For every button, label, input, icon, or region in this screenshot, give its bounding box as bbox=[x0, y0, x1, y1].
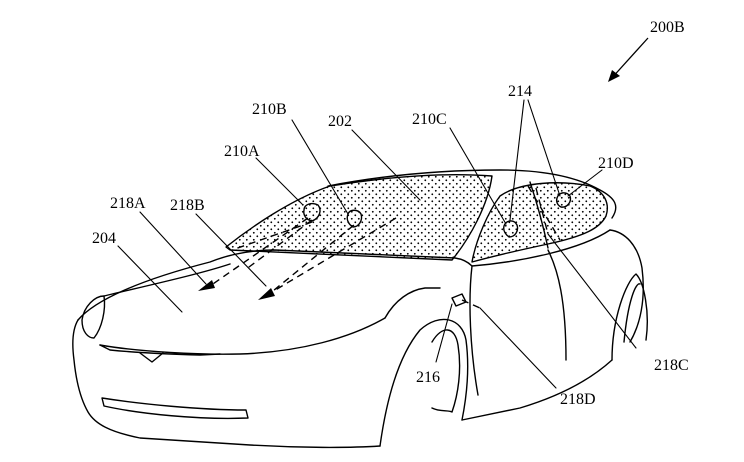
leader-lines bbox=[117, 37, 649, 389]
roof-line bbox=[327, 169, 617, 219]
door-seam bbox=[547, 249, 567, 361]
label-218b: 218B bbox=[170, 197, 205, 214]
belt-line bbox=[471, 229, 611, 267]
beam-218d-dashed bbox=[461, 299, 481, 309]
hood-crease bbox=[103, 263, 231, 297]
rear-wheel-arch bbox=[611, 273, 648, 361]
label-200b: 200B bbox=[650, 19, 685, 36]
label-218c: 218C bbox=[654, 357, 689, 374]
grille-line bbox=[99, 344, 221, 356]
rear-tire bbox=[623, 283, 641, 343]
beams-218a-218b bbox=[209, 217, 397, 296]
sensor-210c bbox=[503, 220, 519, 238]
charge-port bbox=[451, 293, 467, 307]
label-210c: 210C bbox=[412, 111, 447, 128]
front-bumper bbox=[72, 319, 381, 449]
label-202: 202 bbox=[328, 113, 352, 130]
label-218a: 218A bbox=[110, 195, 146, 212]
lower-intake bbox=[101, 397, 249, 420]
front-wheel-arch bbox=[379, 318, 469, 447]
headlight bbox=[81, 295, 106, 339]
beams-218c bbox=[527, 185, 561, 241]
door-front-edge bbox=[469, 265, 479, 396]
b-pillar bbox=[529, 181, 549, 249]
front-tire bbox=[431, 329, 461, 413]
hood-outline bbox=[77, 249, 473, 321]
label-210b: 210B bbox=[252, 101, 287, 118]
beam-218b-arrowhead bbox=[258, 288, 275, 300]
label-210a: 210A bbox=[224, 143, 260, 160]
label-204: 204 bbox=[92, 230, 116, 247]
sensor-210d bbox=[555, 192, 572, 208]
label-218d: 218D bbox=[560, 391, 596, 408]
side-sill bbox=[461, 359, 613, 421]
front-fender bbox=[384, 287, 441, 319]
label-216: 216 bbox=[416, 369, 440, 386]
car-body bbox=[72, 169, 648, 449]
sensor-210a bbox=[303, 202, 321, 222]
label-210d: 210D bbox=[598, 155, 634, 172]
rear-quarter bbox=[609, 229, 644, 343]
bumper-crease bbox=[99, 317, 386, 355]
side-window bbox=[471, 182, 608, 263]
windshield bbox=[225, 174, 493, 261]
beam-218a-arrowhead bbox=[198, 280, 215, 291]
sensor-210b bbox=[346, 209, 363, 228]
label-214: 214 bbox=[508, 83, 532, 100]
nose-emblem bbox=[139, 352, 164, 363]
